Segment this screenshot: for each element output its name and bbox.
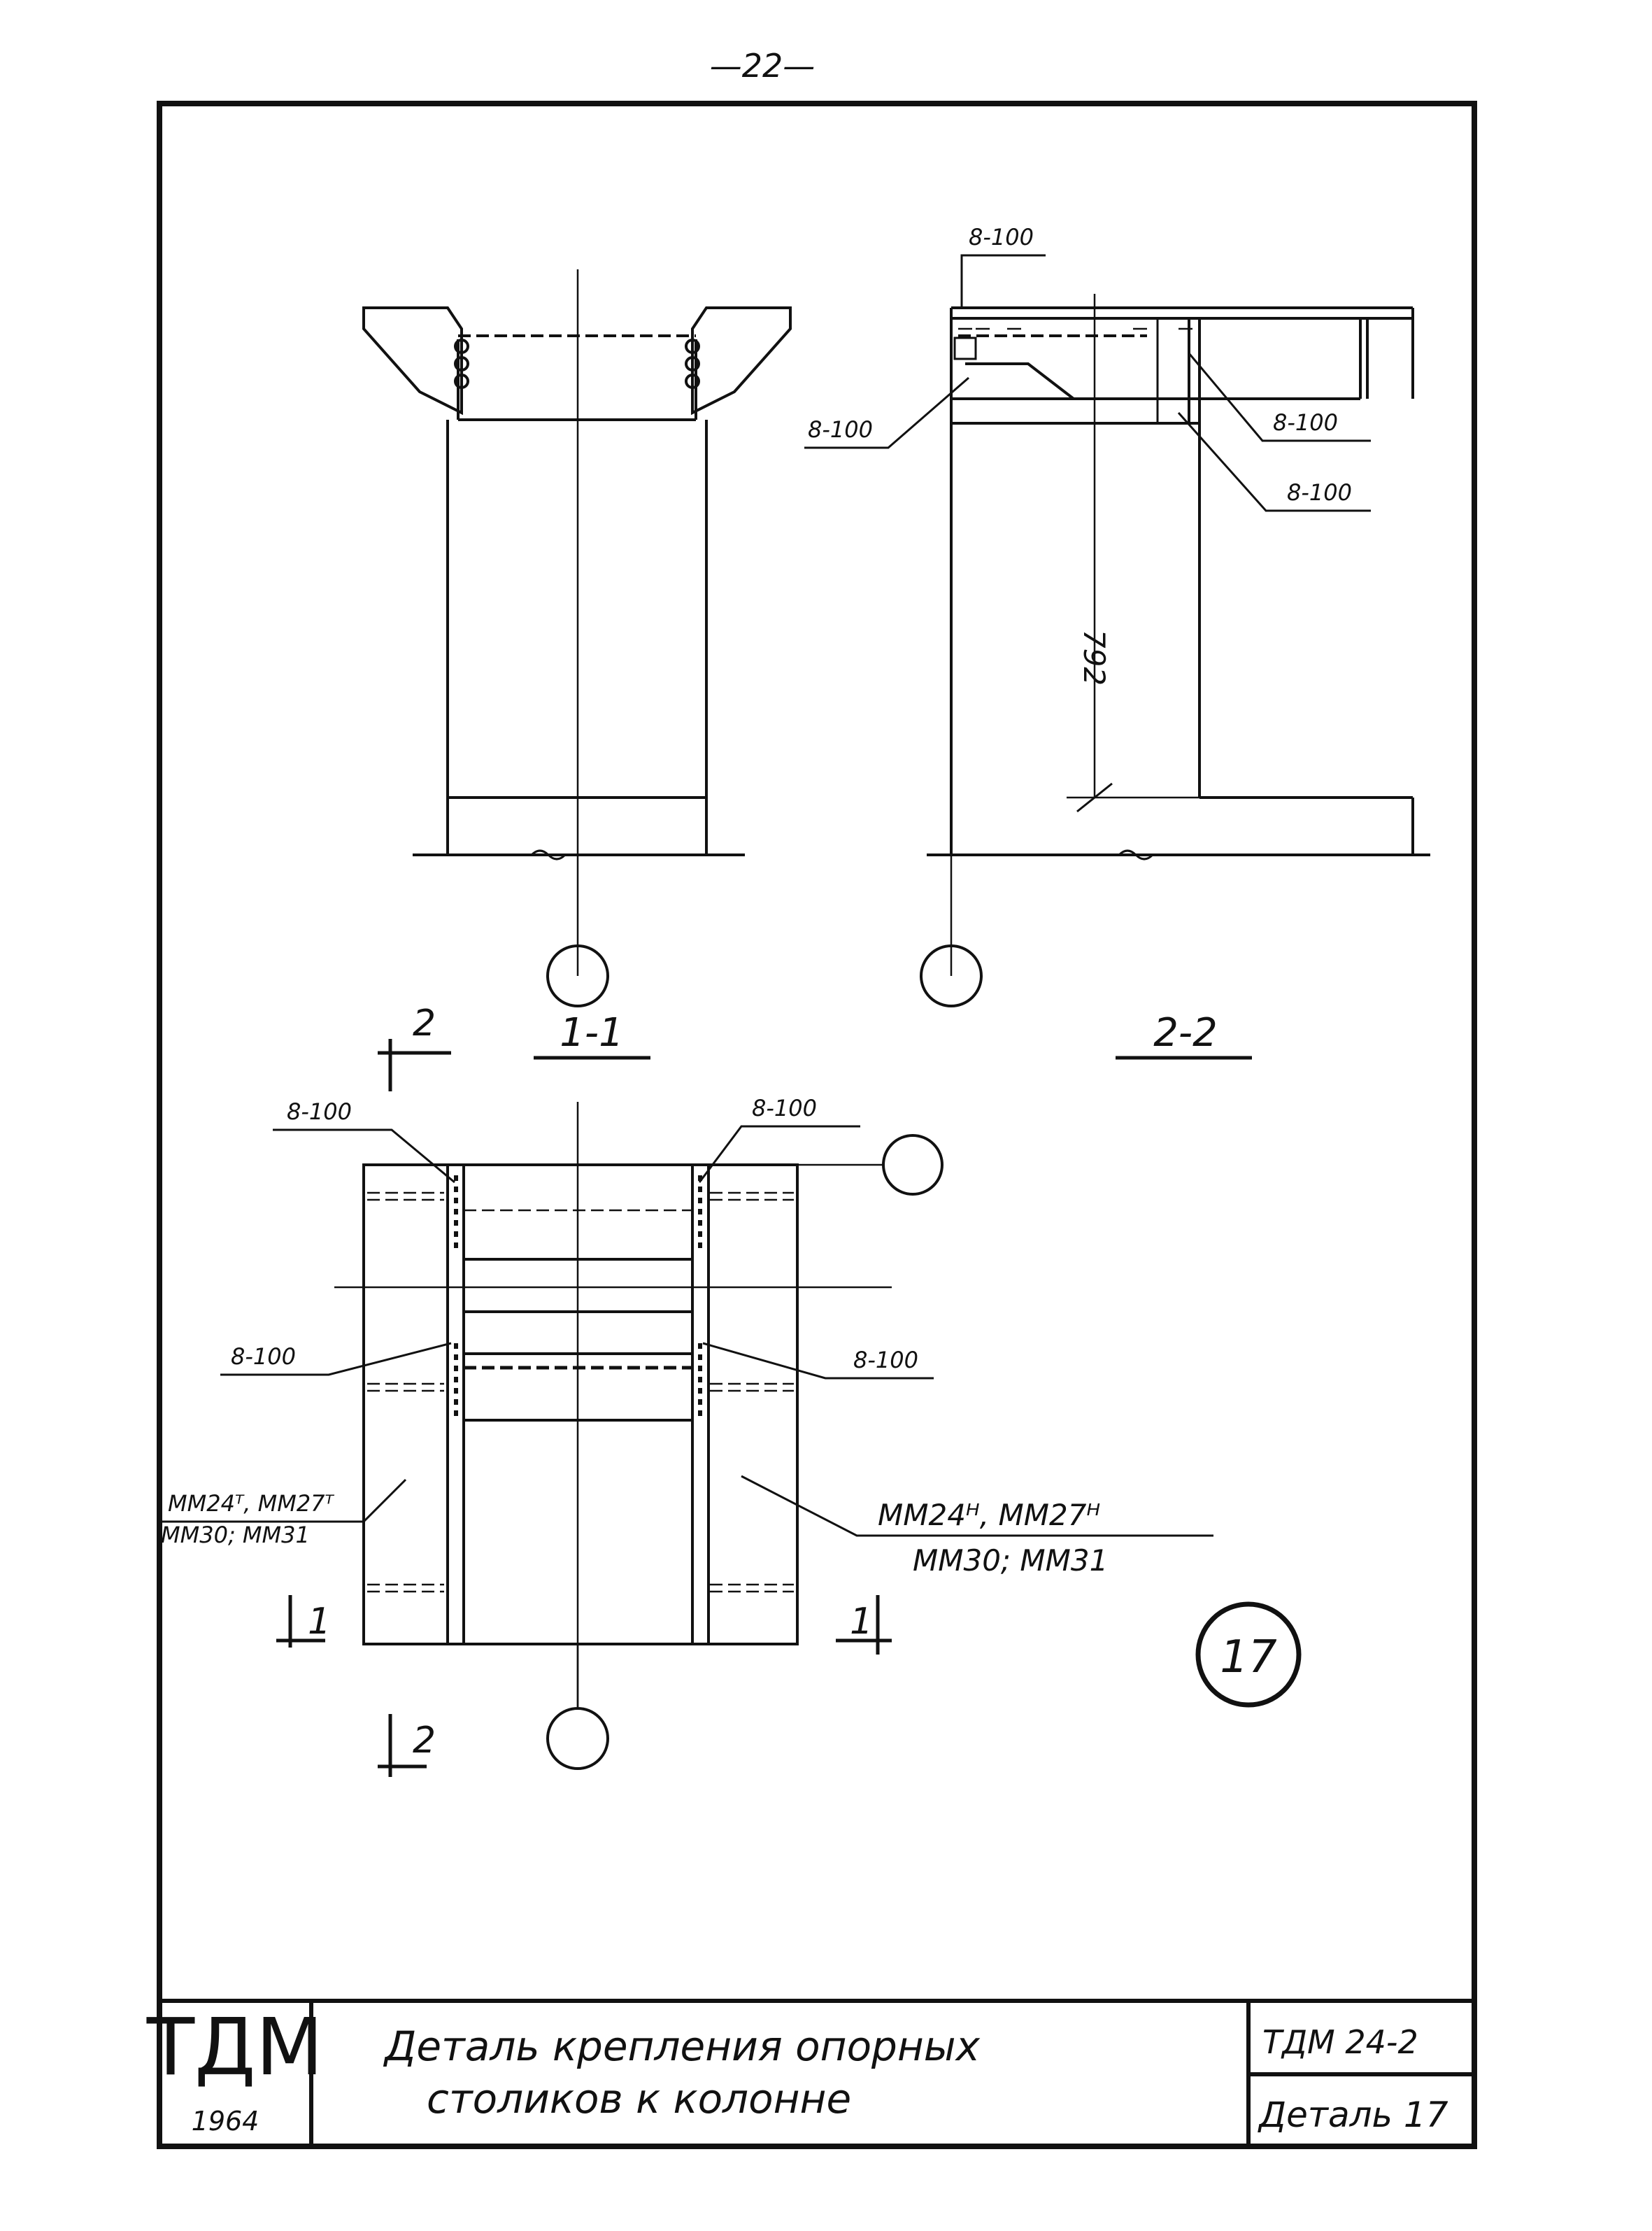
cut-1-left-label: 1 — [308, 1601, 331, 1643]
callout-plan-top-right: 8-100 — [752, 1095, 817, 1121]
callout-s2-right-upper: 8-100 — [1273, 409, 1338, 436]
section-1-1-label: 1-1 — [560, 1010, 623, 1056]
section-1-1-view — [362, 269, 792, 1007]
title-block-sheet-label: Деталь 17 — [1258, 2095, 1448, 2135]
callout-s2-top: 8-100 — [969, 224, 1034, 250]
axis-bubble — [546, 1707, 609, 1770]
title-block-year: 1964 — [192, 2106, 259, 2137]
mark-left-line1: MM24ᵀ, MM27ᵀ — [168, 1490, 335, 1517]
bracket-right — [691, 306, 792, 416]
callout-plan-top-left: 8-100 — [287, 1098, 352, 1125]
axis-bubble — [882, 1134, 944, 1196]
callout-plan-mid-left: 8-100 — [231, 1343, 296, 1370]
callout-plan-mid-right: 8-100 — [853, 1347, 918, 1373]
axis-bubble — [546, 944, 609, 1007]
dimension-height: 792 — [1077, 630, 1111, 686]
callout-s2-right-lower: 8-100 — [1287, 479, 1352, 506]
plan-leaders — [161, 1125, 1213, 1537]
cut-2-bottom-label: 2 — [413, 1720, 436, 1762]
title-block-title-line1: Деталь крепления опорных — [383, 2023, 981, 2070]
bracket-left — [362, 306, 463, 416]
title-block-org: ТДМ — [146, 2002, 324, 2093]
plan-view — [334, 1102, 944, 1770]
mark-right-line1: MM24ᴴ, MM27ᴴ — [878, 1498, 1100, 1532]
section-2-2-label: 2-2 — [1153, 1010, 1217, 1056]
cut-marker-2-top-label: 2 — [413, 1003, 436, 1044]
drawing-frame — [157, 101, 1477, 2149]
page-number: —22— — [710, 47, 816, 85]
cut-1-right-label: 1 — [850, 1601, 873, 1643]
cut-marker-2-top — [378, 1039, 451, 1091]
mark-left-line2: MM30; MM31 — [161, 1522, 310, 1548]
title-block-doc-code: ТДМ 24-2 — [1262, 2023, 1418, 2061]
title-block-title-line2: столиков к колонне — [427, 2075, 851, 2123]
detail-number-circle — [1195, 1601, 1302, 1708]
section-2-2-leaders — [804, 254, 1371, 512]
title-block — [159, 1999, 1474, 2146]
callout-s2-left: 8-100 — [808, 416, 873, 443]
axis-bubble — [920, 944, 983, 1007]
section-2-2-view — [920, 294, 1430, 1007]
detail-number: 17 — [1220, 1631, 1277, 1683]
cut-markers-plan — [276, 1595, 892, 1777]
mark-right-line2: MM30; MM31 — [913, 1543, 1108, 1578]
